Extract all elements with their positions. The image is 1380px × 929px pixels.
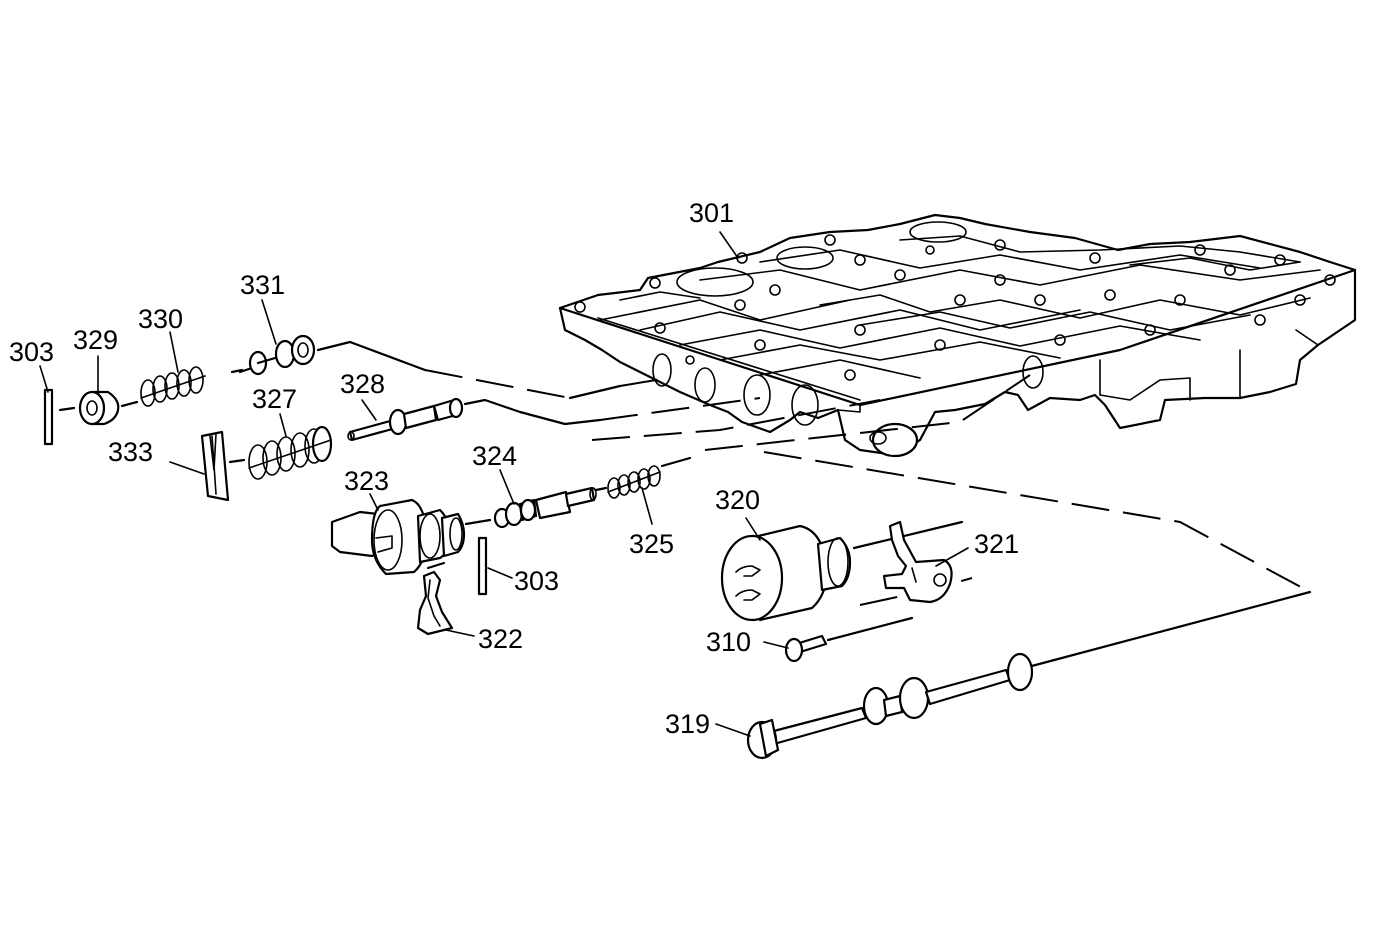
roll-pin-303-left	[43, 388, 54, 446]
clip-322	[416, 570, 454, 636]
callout-310: 310	[706, 627, 751, 657]
valve-331	[238, 334, 316, 376]
bracket-321	[882, 520, 953, 604]
callout-328: 328	[340, 369, 385, 399]
callout-324: 324	[472, 441, 517, 471]
callout-327: 327	[252, 384, 297, 414]
retainer-plate-333	[200, 430, 230, 502]
callout-330: 330	[138, 304, 183, 334]
callout-322: 322	[478, 624, 523, 654]
spring-327	[248, 425, 333, 480]
callout-labels: 301 331 330 329 303 328 327 333 323 324 …	[9, 198, 1019, 739]
spring-330	[140, 366, 206, 407]
leader-lines	[39, 231, 969, 737]
callout-320: 320	[715, 485, 760, 515]
callout-303-left: 303	[9, 337, 54, 367]
callout-323: 323	[344, 466, 389, 496]
callout-301: 301	[689, 198, 734, 228]
valve-body-301	[558, 213, 1357, 458]
solenoid-320	[720, 524, 852, 622]
valve-319	[746, 652, 1034, 760]
callout-319: 319	[665, 709, 710, 739]
valve-328	[347, 397, 464, 442]
valve-324	[493, 486, 597, 529]
bolt-holes	[574, 234, 1336, 381]
callout-325: 325	[629, 529, 674, 559]
roll-pin-303-center	[477, 536, 488, 596]
spring-325	[607, 465, 661, 499]
callout-321: 321	[974, 529, 1019, 559]
callout-303-center: 303	[514, 566, 559, 596]
plug-329	[78, 390, 120, 426]
callout-329: 329	[73, 325, 118, 355]
bolt-310	[784, 634, 828, 663]
solenoid-323	[330, 498, 466, 576]
callout-331: 331	[240, 270, 285, 300]
callout-333: 333	[108, 437, 153, 467]
